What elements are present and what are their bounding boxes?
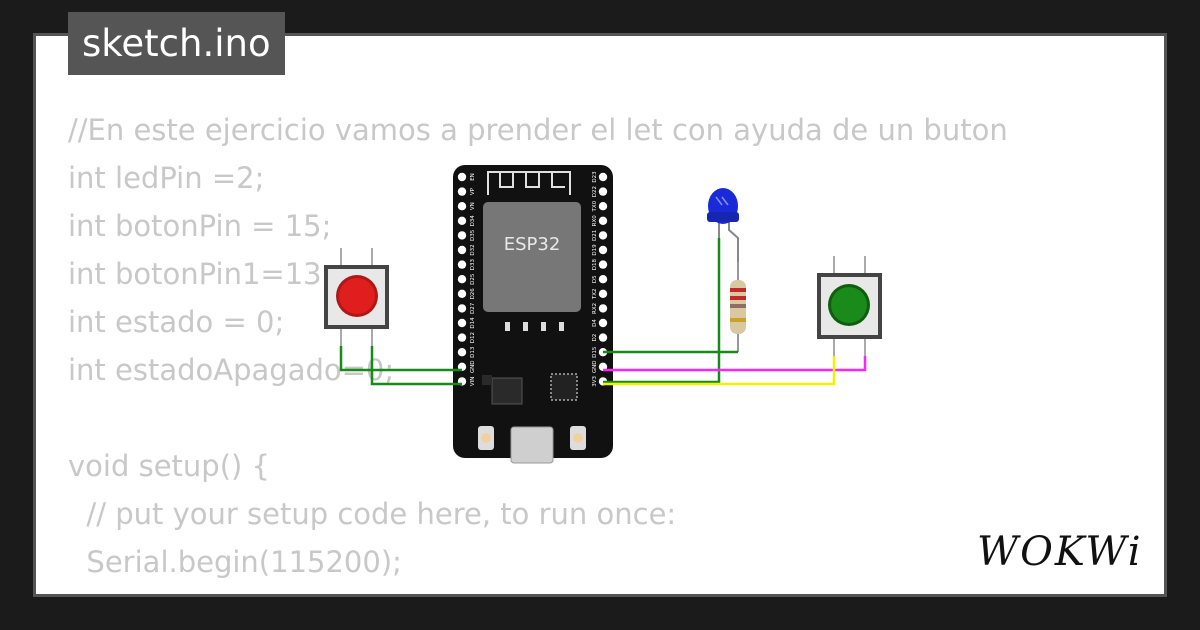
pin-label: D27 (470, 302, 476, 314)
pin-hole[interactable] (457, 172, 467, 182)
code-line: int botonPin = 15; (68, 209, 332, 243)
pin-hole[interactable] (598, 202, 608, 211)
pin-label: D21 (592, 230, 598, 241)
wires (339, 238, 867, 386)
code-preview-card: //En este ejercicio vamos a prender el l… (33, 33, 1167, 597)
pin-label: TX0 (592, 200, 598, 212)
esp32-board[interactable]: ESP32 ENVPVND34D35D32D33D25D26D27D14D12D… (453, 165, 613, 464)
pin-label: GND (470, 360, 476, 373)
pin-hole[interactable] (598, 318, 608, 328)
pin-hole[interactable] (457, 304, 467, 313)
code-line: int ledPin =2; (68, 161, 265, 195)
pin-label: VP (470, 187, 476, 195)
wire-led-gnd (603, 238, 721, 384)
pin-label: D25 (470, 273, 476, 285)
pin-hole[interactable] (457, 260, 467, 269)
code-line: Serial.begin(115200); (68, 545, 402, 579)
wokwi-logo: WOKWi (977, 529, 1143, 575)
wire-red-btn-gnd (370, 346, 462, 386)
pin-label: GND (592, 360, 598, 373)
pin-label: D2 (592, 334, 598, 342)
pin-label: VIN (470, 377, 476, 387)
pin-hole[interactable] (598, 304, 608, 313)
pin-hole[interactable] (598, 172, 608, 182)
pin-label: 3V3 (592, 376, 598, 387)
pin-label: D12 (470, 332, 476, 343)
pin-hole[interactable] (457, 187, 467, 196)
pin-label: D19 (592, 244, 598, 256)
wire-green-btn-3v3 (603, 356, 836, 386)
pin-hole[interactable] (457, 216, 467, 225)
pin-hole[interactable] (598, 275, 608, 284)
red-pushbutton[interactable] (324, 248, 389, 346)
pin-label: EN (470, 173, 476, 181)
esp32-chip (483, 202, 581, 312)
sketch-filename-tag: sketch.ino (68, 12, 285, 75)
pin-hole[interactable] (457, 275, 467, 284)
green-pushbutton[interactable] (817, 256, 882, 356)
pin-hole[interactable] (598, 231, 608, 240)
wire-green-btn-d15 (603, 356, 867, 372)
pin-label: D35 (470, 229, 476, 241)
reset-button[interactable] (570, 426, 586, 450)
pin-label: VN (470, 202, 476, 210)
code-line: //En este ejercicio vamos a prender el l… (68, 113, 1008, 147)
wire-red-btn-signal (339, 346, 462, 372)
pin-label: D14 (470, 317, 476, 329)
wokwi-logo-text: WOKWi (977, 529, 1143, 575)
code-line: void setup() { (68, 449, 270, 483)
code-line: int botonPin1=13; (68, 257, 332, 291)
pin-label: D26 (470, 288, 476, 300)
resistor[interactable] (730, 262, 746, 352)
pin-label: D32 (470, 244, 476, 255)
pin-label: D15 (592, 346, 598, 358)
pin-hole[interactable] (598, 216, 608, 225)
pin-hole[interactable] (598, 289, 608, 298)
pin-hole[interactable] (598, 245, 608, 255)
code-line: int estado = 0; (68, 305, 285, 339)
pin-hole[interactable] (598, 260, 608, 269)
pin-label: D13 (470, 346, 476, 358)
code-line: // put your setup code here, to run once… (68, 497, 677, 531)
pin-label: D18 (592, 258, 598, 270)
pin-hole[interactable] (457, 318, 467, 328)
pin-hole[interactable] (457, 202, 467, 211)
pin-hole[interactable] (457, 245, 467, 255)
usb-port (510, 426, 554, 464)
code-editor: //En este ejercicio vamos a prender el l… (68, 106, 1008, 594)
blue-led[interactable] (707, 188, 739, 262)
pin-label: D33 (470, 258, 476, 270)
code-line: //Pin del led como salida (68, 586, 1008, 594)
pin-hole[interactable] (457, 348, 467, 357)
pin-hole[interactable] (457, 289, 467, 298)
pin-hole[interactable] (598, 333, 608, 342)
boot-button[interactable] (478, 426, 494, 450)
pin-label: D22 (592, 186, 598, 197)
pin-label: RX2 (592, 303, 598, 314)
pin-label: D4 (592, 319, 598, 327)
pin-hole[interactable] (457, 333, 467, 342)
pin-hole[interactable] (598, 187, 608, 196)
pin-hole[interactable] (457, 231, 467, 240)
pin-label: D5 (592, 275, 598, 283)
chip-label: ESP32 (504, 234, 561, 255)
pin-label: D34 (470, 215, 476, 227)
pin-label: D23 (592, 171, 598, 183)
pin-label: RX0 (592, 215, 598, 227)
pin-label: TX2 (592, 288, 598, 300)
